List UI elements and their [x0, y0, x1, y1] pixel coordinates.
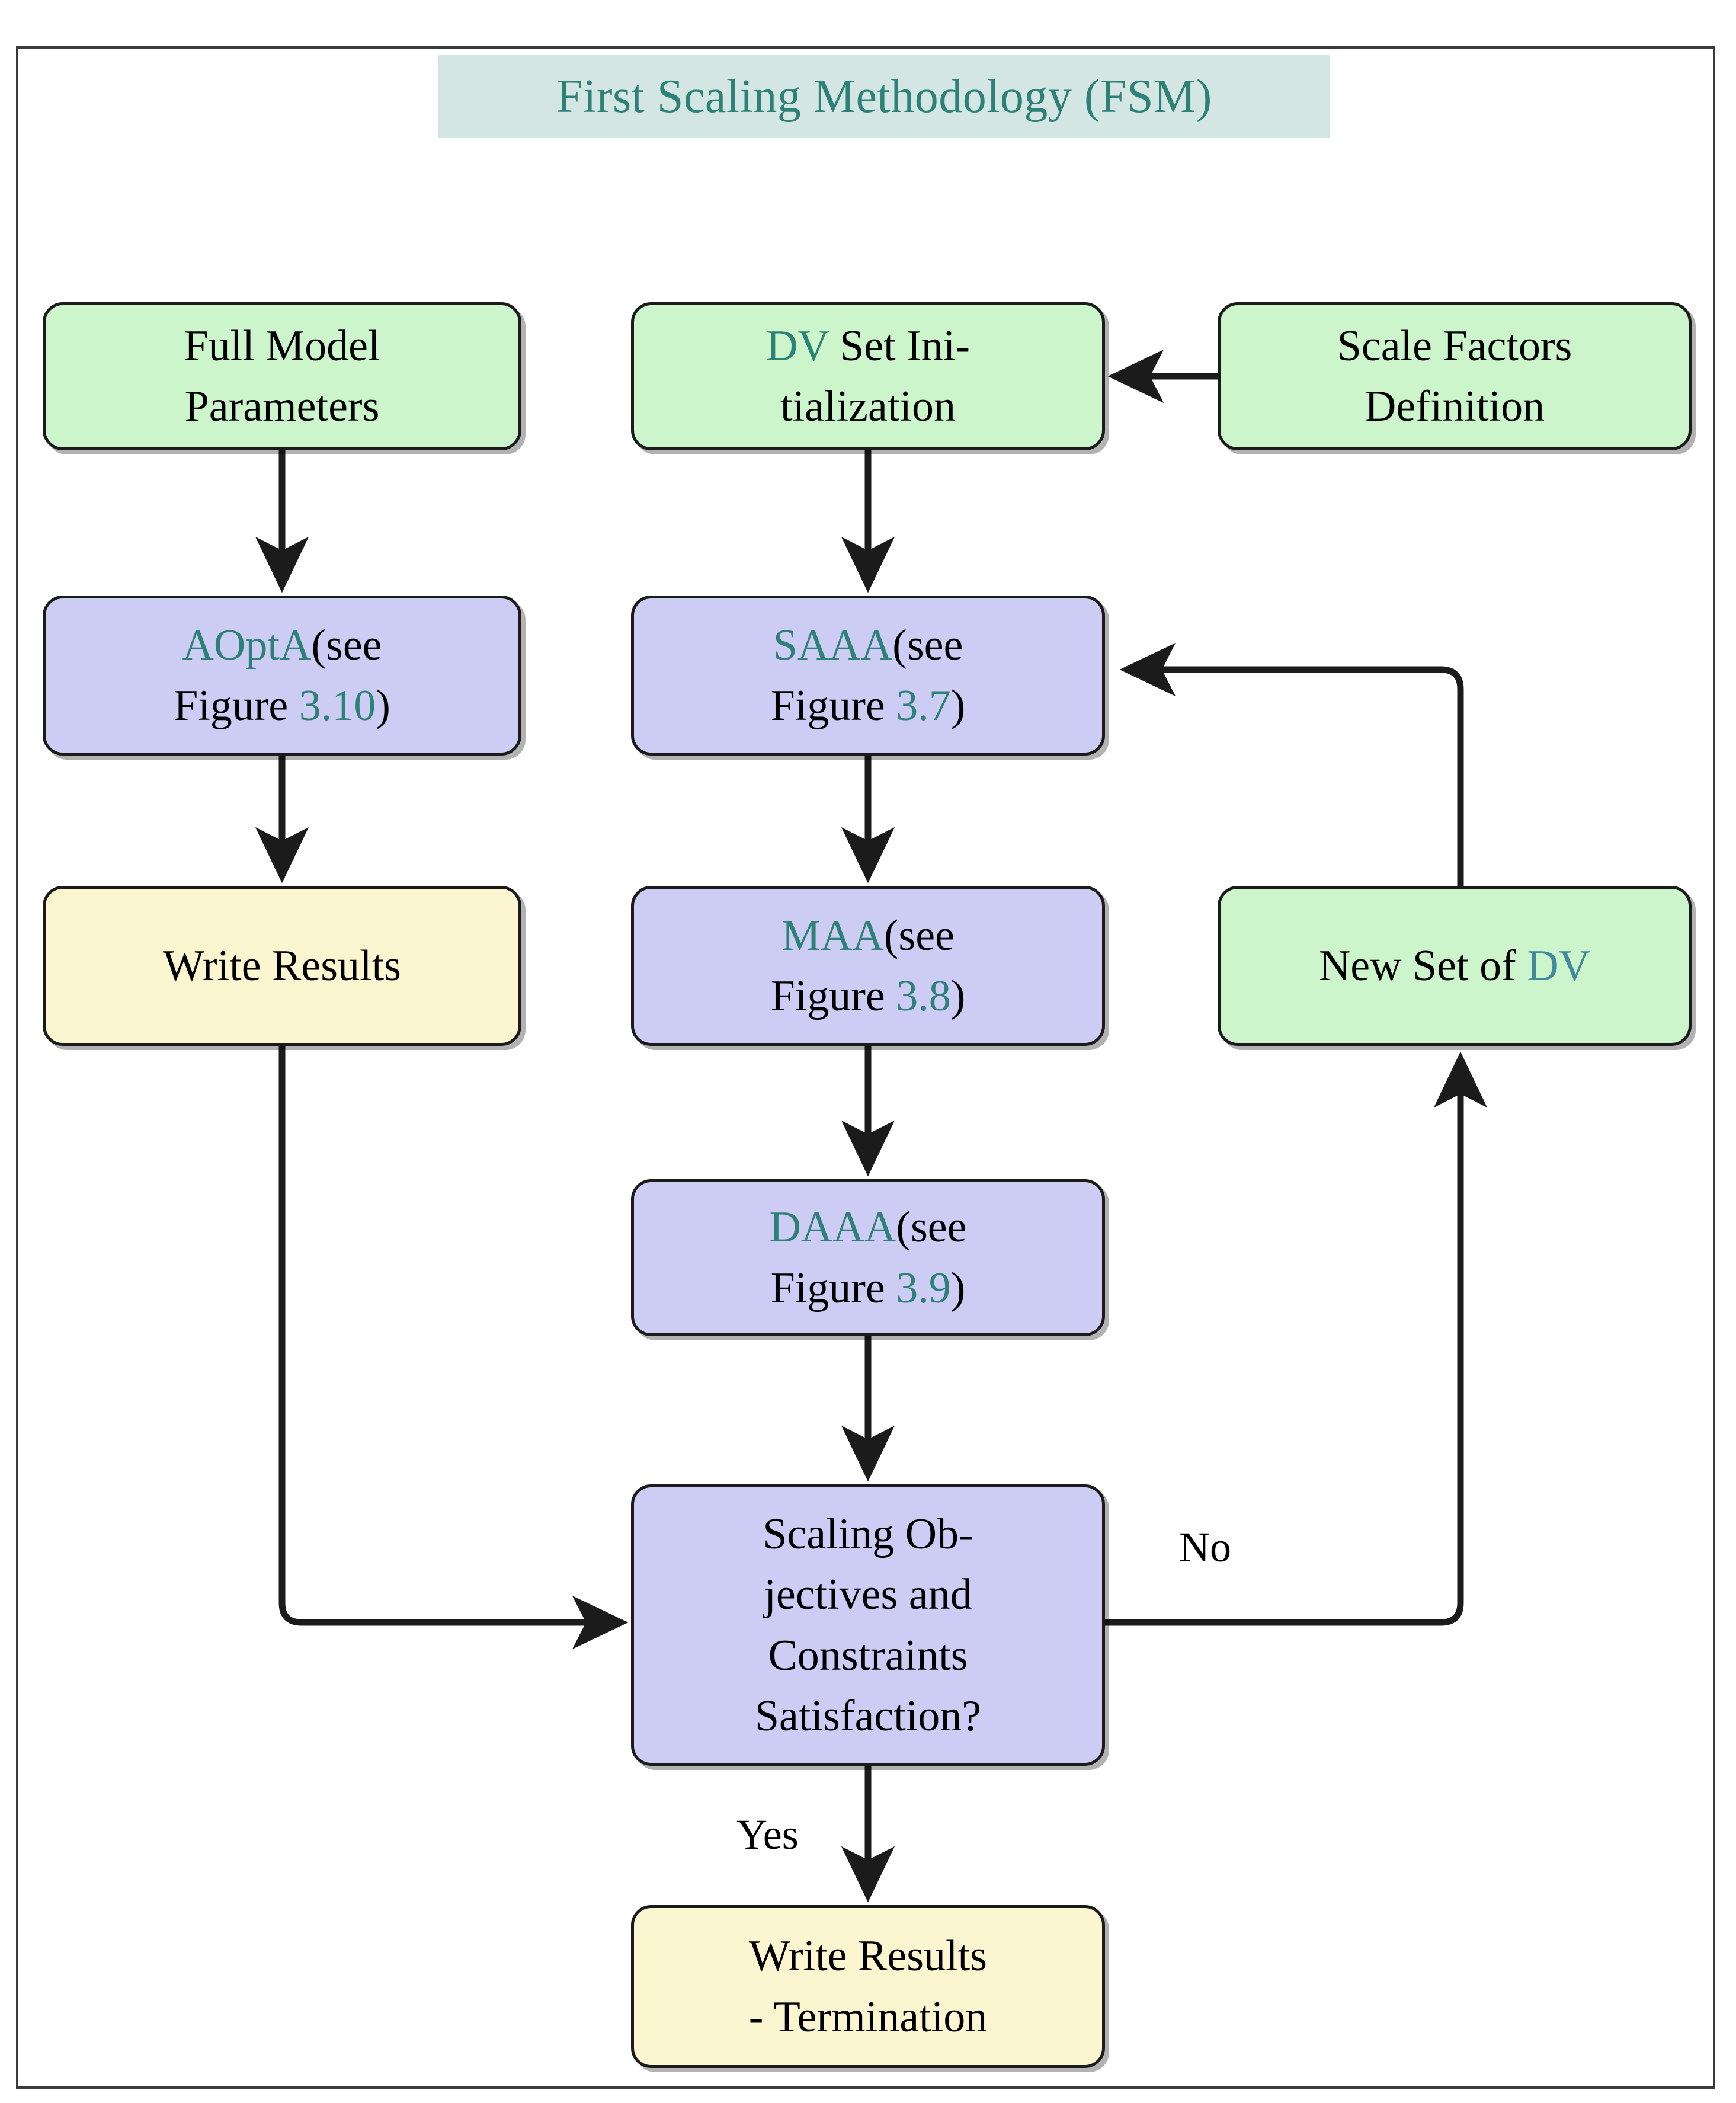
page-title-text: First Scaling Methodology (FSM): [556, 70, 1212, 123]
dv-accent-token: DV: [766, 321, 829, 370]
maa-figure-number: 3.8: [896, 972, 951, 1020]
node-full-model-parameters-line2: Parameters: [184, 382, 380, 431]
node-aopta-line1: AOptA(see: [182, 615, 382, 676]
new-set-dv-accent-token: DV: [1527, 941, 1591, 990]
maa-see-token: (see: [883, 911, 955, 960]
daaa-figure-word: Figure: [770, 1263, 896, 1313]
node-write-results-termination[interactable]: Write Results - Termination: [631, 1905, 1105, 2068]
node-new-set-of-dv[interactable]: New Set of DV: [1218, 886, 1692, 1046]
node-maa-line2: Figure 3.8): [771, 966, 966, 1026]
node-saaa-line1: SAAA(see: [773, 615, 963, 676]
node-decision-line3: Constraints: [768, 1631, 968, 1680]
node-aopta[interactable]: AOptA(see Figure 3.10): [43, 596, 521, 756]
node-full-model-parameters[interactable]: Full Model Parameters: [43, 302, 521, 450]
edge-label-no: No: [1179, 1523, 1231, 1571]
aopta-close-paren: ): [376, 681, 390, 730]
node-scale-factors-definition-line1: Scale Factors: [1337, 321, 1572, 370]
saaa-see-token: (see: [892, 620, 963, 670]
saaa-close-paren: ): [950, 681, 966, 730]
aopta-name-token: AOptA: [182, 620, 312, 670]
maa-close-paren: ): [950, 972, 966, 1020]
node-write-results[interactable]: Write Results: [43, 886, 521, 1046]
aopta-figure-word: Figure: [174, 681, 299, 730]
node-decision-line2: jectives and: [764, 1570, 972, 1619]
node-write-results-termination-line2: - Termination: [748, 1992, 988, 2041]
node-maa[interactable]: MAA(see Figure 3.8): [631, 886, 1105, 1046]
aopta-figure-number: 3.10: [299, 681, 376, 730]
node-saaa-line2: Figure 3.7): [771, 676, 966, 736]
aopta-see-token: (see: [311, 620, 382, 670]
node-dv-set-initialization-line2: tialization: [780, 382, 956, 431]
node-decision-scaling-objectives[interactable]: Scaling Ob- jectives and Constraints Sat…: [631, 1484, 1105, 1766]
saaa-name-token: SAAA: [773, 620, 893, 670]
node-aopta-line2: Figure 3.10): [174, 676, 390, 736]
page-title: First Scaling Methodology (FSM): [438, 55, 1330, 138]
node-maa-line1: MAA(see: [781, 905, 955, 966]
node-decision-line4: Satisfaction?: [754, 1691, 982, 1740]
daaa-see-token: (see: [896, 1203, 967, 1252]
daaa-name-token: DAAA: [769, 1203, 896, 1252]
saaa-figure-number: 3.7: [896, 681, 951, 730]
node-full-model-parameters-line1: Full Model: [184, 321, 380, 370]
edge-label-yes: Yes: [736, 1811, 799, 1858]
node-scale-factors-definition[interactable]: Scale Factors Definition: [1218, 302, 1692, 450]
node-scale-factors-definition-line2: Definition: [1364, 382, 1545, 431]
maa-figure-word: Figure: [770, 972, 896, 1020]
node-dv-set-initialization-line1: DV Set Ini-: [766, 316, 970, 376]
node-daaa-line1: DAAA(see: [770, 1197, 967, 1257]
new-set-of-dv-text: New Set of: [1318, 941, 1527, 990]
node-write-results-termination-line1: Write Results: [749, 1932, 987, 1981]
node-dv-set-initialization[interactable]: DV Set Ini- tialization: [631, 302, 1105, 450]
edge-newset-to-saaa: [1119, 642, 1464, 886]
node-saaa[interactable]: SAAA(see Figure 3.7): [631, 596, 1105, 756]
edge-decision-no-to-newset: [1105, 1051, 1488, 1626]
saaa-figure-word: Figure: [770, 681, 896, 730]
daaa-figure-number: 3.9: [896, 1263, 951, 1313]
maa-name-token: MAA: [781, 911, 884, 960]
diagram-frame: [16, 46, 1715, 2089]
node-write-results-line1: Write Results: [163, 941, 401, 990]
node-daaa-line2: Figure 3.9): [771, 1258, 966, 1318]
daaa-close-paren: ): [950, 1263, 966, 1313]
node-daaa[interactable]: DAAA(see Figure 3.9): [631, 1179, 1105, 1336]
node-new-set-of-dv-line1: New Set of DV: [1319, 936, 1590, 996]
edge-writeresults-to-decision: [278, 1046, 629, 1650]
node-decision-line1: Scaling Ob-: [763, 1510, 973, 1559]
dv-set-initialization-line1-rest: Set Ini-: [828, 321, 970, 370]
